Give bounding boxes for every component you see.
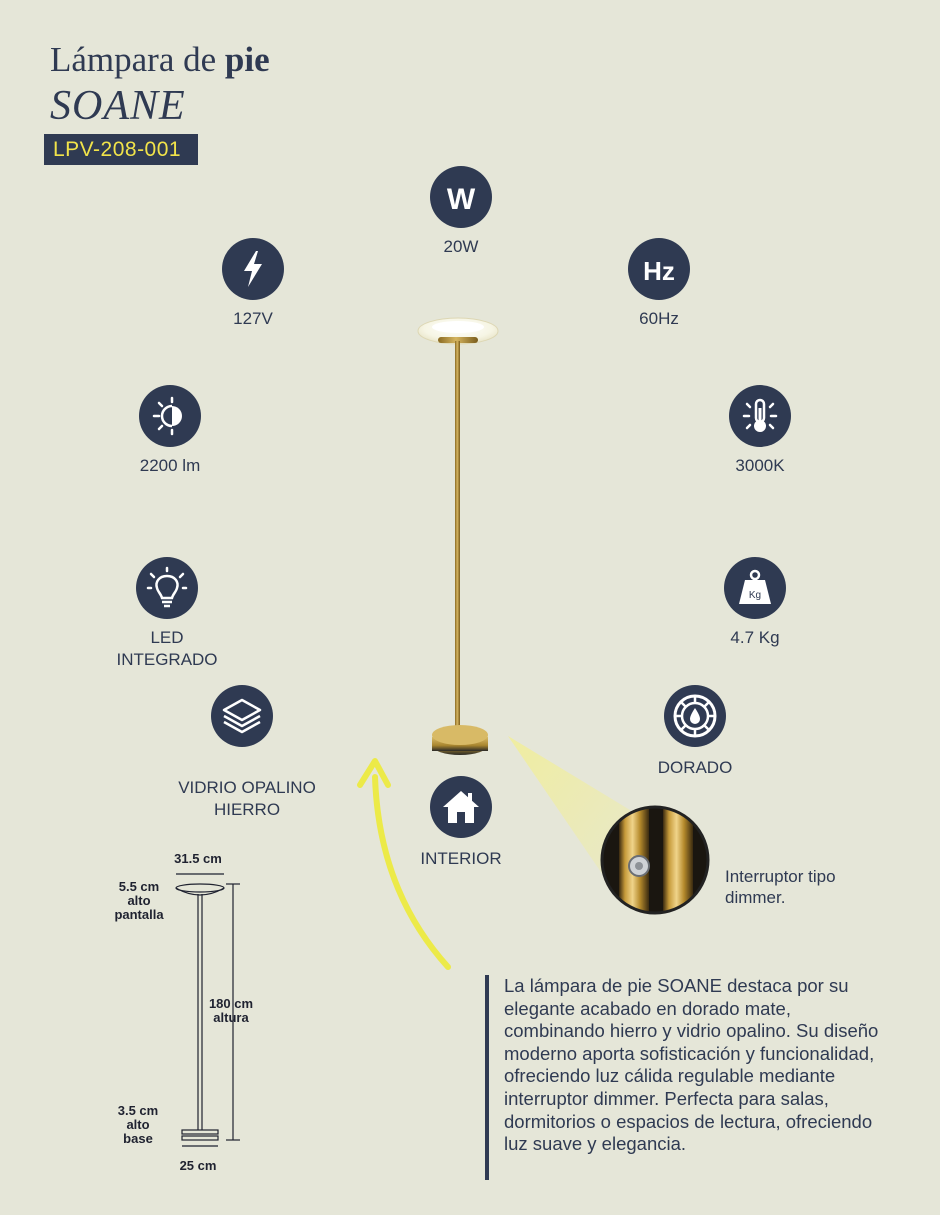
light-bulb-icon xyxy=(136,557,198,619)
dimensions-diagram xyxy=(175,873,240,1147)
layers-icon xyxy=(211,685,273,747)
model-name: SOANE xyxy=(50,83,186,129)
thermometer-icon xyxy=(729,385,791,447)
color-drop-icon xyxy=(664,685,726,747)
lightning-icon xyxy=(222,238,284,300)
product-description: La lámpara de pie SOANE destaca por su e… xyxy=(485,975,895,1180)
switch-highlight-beam xyxy=(508,736,630,900)
base-width-dimension: 25 cm xyxy=(179,1158,217,1173)
base-height-dimension: 3.5 cm alto base xyxy=(117,1103,159,1146)
spec-weight: Kg 4.7 Kg xyxy=(675,557,835,649)
spec-frequency: Hz 60Hz xyxy=(579,238,739,330)
w-letter-icon: W xyxy=(430,166,492,228)
spec-watts: W 20W xyxy=(381,166,541,258)
total-height-dimension: 180 cm altura xyxy=(208,996,254,1025)
spec-finish: DORADO xyxy=(615,685,775,779)
spec-voltage: 127V xyxy=(173,238,333,330)
svg-text:W: W xyxy=(447,183,476,215)
house-icon xyxy=(430,776,492,838)
floor-lamp-illustration xyxy=(417,317,499,755)
product-code-badge: LPV-208-001 xyxy=(44,134,198,165)
spec-color-temperature: 3000K xyxy=(680,385,840,477)
dimmer-switch-closeup xyxy=(600,805,710,915)
spec-led-integrated: LED INTEGRADO xyxy=(87,557,247,671)
curved-arrow-icon xyxy=(357,758,451,970)
page-title: Lámpara de pie xyxy=(50,40,270,79)
weight-kg-icon: Kg xyxy=(724,557,786,619)
svg-text:Kg: Kg xyxy=(749,590,761,601)
dimmer-switch-label: Interruptor tipo dimmer. xyxy=(725,867,836,907)
half-sun-icon xyxy=(139,385,201,447)
svg-text:Hz: Hz xyxy=(643,256,675,286)
spec-lumens: 2200 lm xyxy=(90,385,250,477)
spec-usage: INTERIOR xyxy=(381,776,541,870)
shade-height-dimension: 5.5 cm alto pantalla xyxy=(114,879,164,922)
hz-icon: Hz xyxy=(628,238,690,300)
shade-width-dimension: 31.5 cm xyxy=(174,851,222,866)
spec-materials: VIDRIO OPALINO HIERRO xyxy=(162,685,322,821)
